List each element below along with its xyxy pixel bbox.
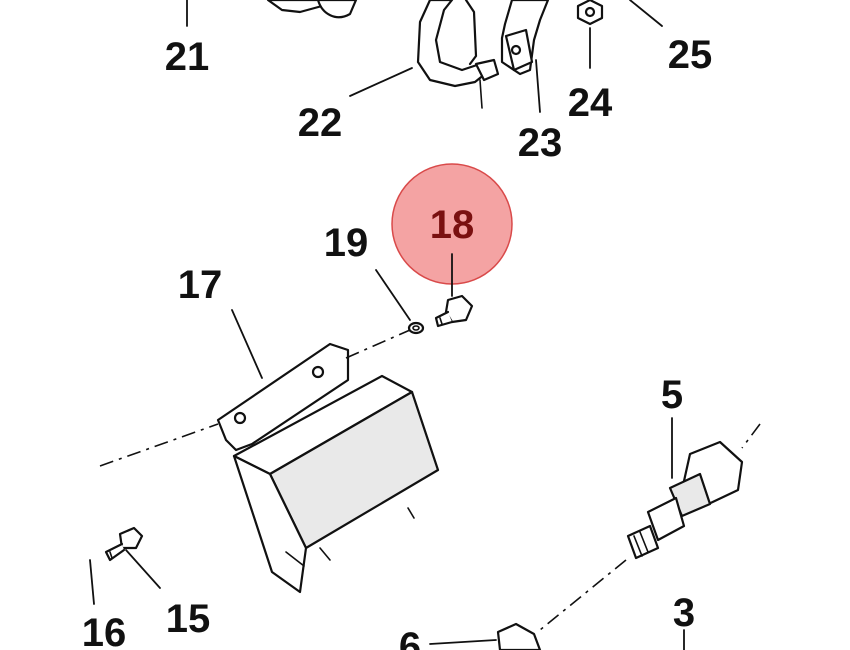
part-19-washer bbox=[407, 321, 425, 335]
callout-25: 25 bbox=[668, 33, 713, 77]
leader-25 bbox=[629, 0, 663, 27]
callout-17: 17 bbox=[178, 263, 223, 307]
part-6-fitting bbox=[496, 622, 542, 650]
callout-6: 6 bbox=[399, 625, 421, 650]
callout-21: 21 bbox=[165, 35, 210, 79]
leader-16 bbox=[89, 559, 95, 605]
callout-22: 22 bbox=[298, 101, 343, 145]
centerline-5-lower bbox=[539, 559, 627, 631]
centerline-5 bbox=[741, 423, 761, 449]
leader-22 bbox=[349, 67, 413, 97]
callout-16: 16 bbox=[82, 611, 127, 650]
part-21-bracket bbox=[266, 0, 358, 19]
callout-18-highlight[interactable]: 18 bbox=[391, 163, 513, 285]
part-17-module bbox=[216, 342, 440, 594]
part-24-nut bbox=[576, 0, 604, 26]
callout-24: 24 bbox=[568, 81, 613, 125]
part-22-clamp bbox=[416, 0, 500, 109]
callout-5: 5 bbox=[661, 373, 683, 417]
leader-23 bbox=[535, 59, 541, 113]
leader-17 bbox=[231, 309, 263, 379]
leader-6 bbox=[429, 639, 497, 645]
centerline-17 bbox=[99, 423, 219, 467]
centerline-18-19 bbox=[345, 329, 411, 359]
callout-19: 19 bbox=[324, 221, 369, 265]
part-23-strap bbox=[500, 0, 550, 76]
part-5-connector bbox=[626, 440, 744, 560]
part-15-screw bbox=[104, 526, 144, 562]
callout-23: 23 bbox=[518, 121, 563, 165]
callout-18[interactable]: 18 bbox=[430, 203, 475, 247]
callout-15: 15 bbox=[166, 597, 211, 641]
leader-15 bbox=[125, 549, 161, 589]
part-18-bolt bbox=[434, 294, 474, 328]
callout-3: 3 bbox=[673, 591, 695, 635]
leader-19 bbox=[375, 269, 411, 321]
